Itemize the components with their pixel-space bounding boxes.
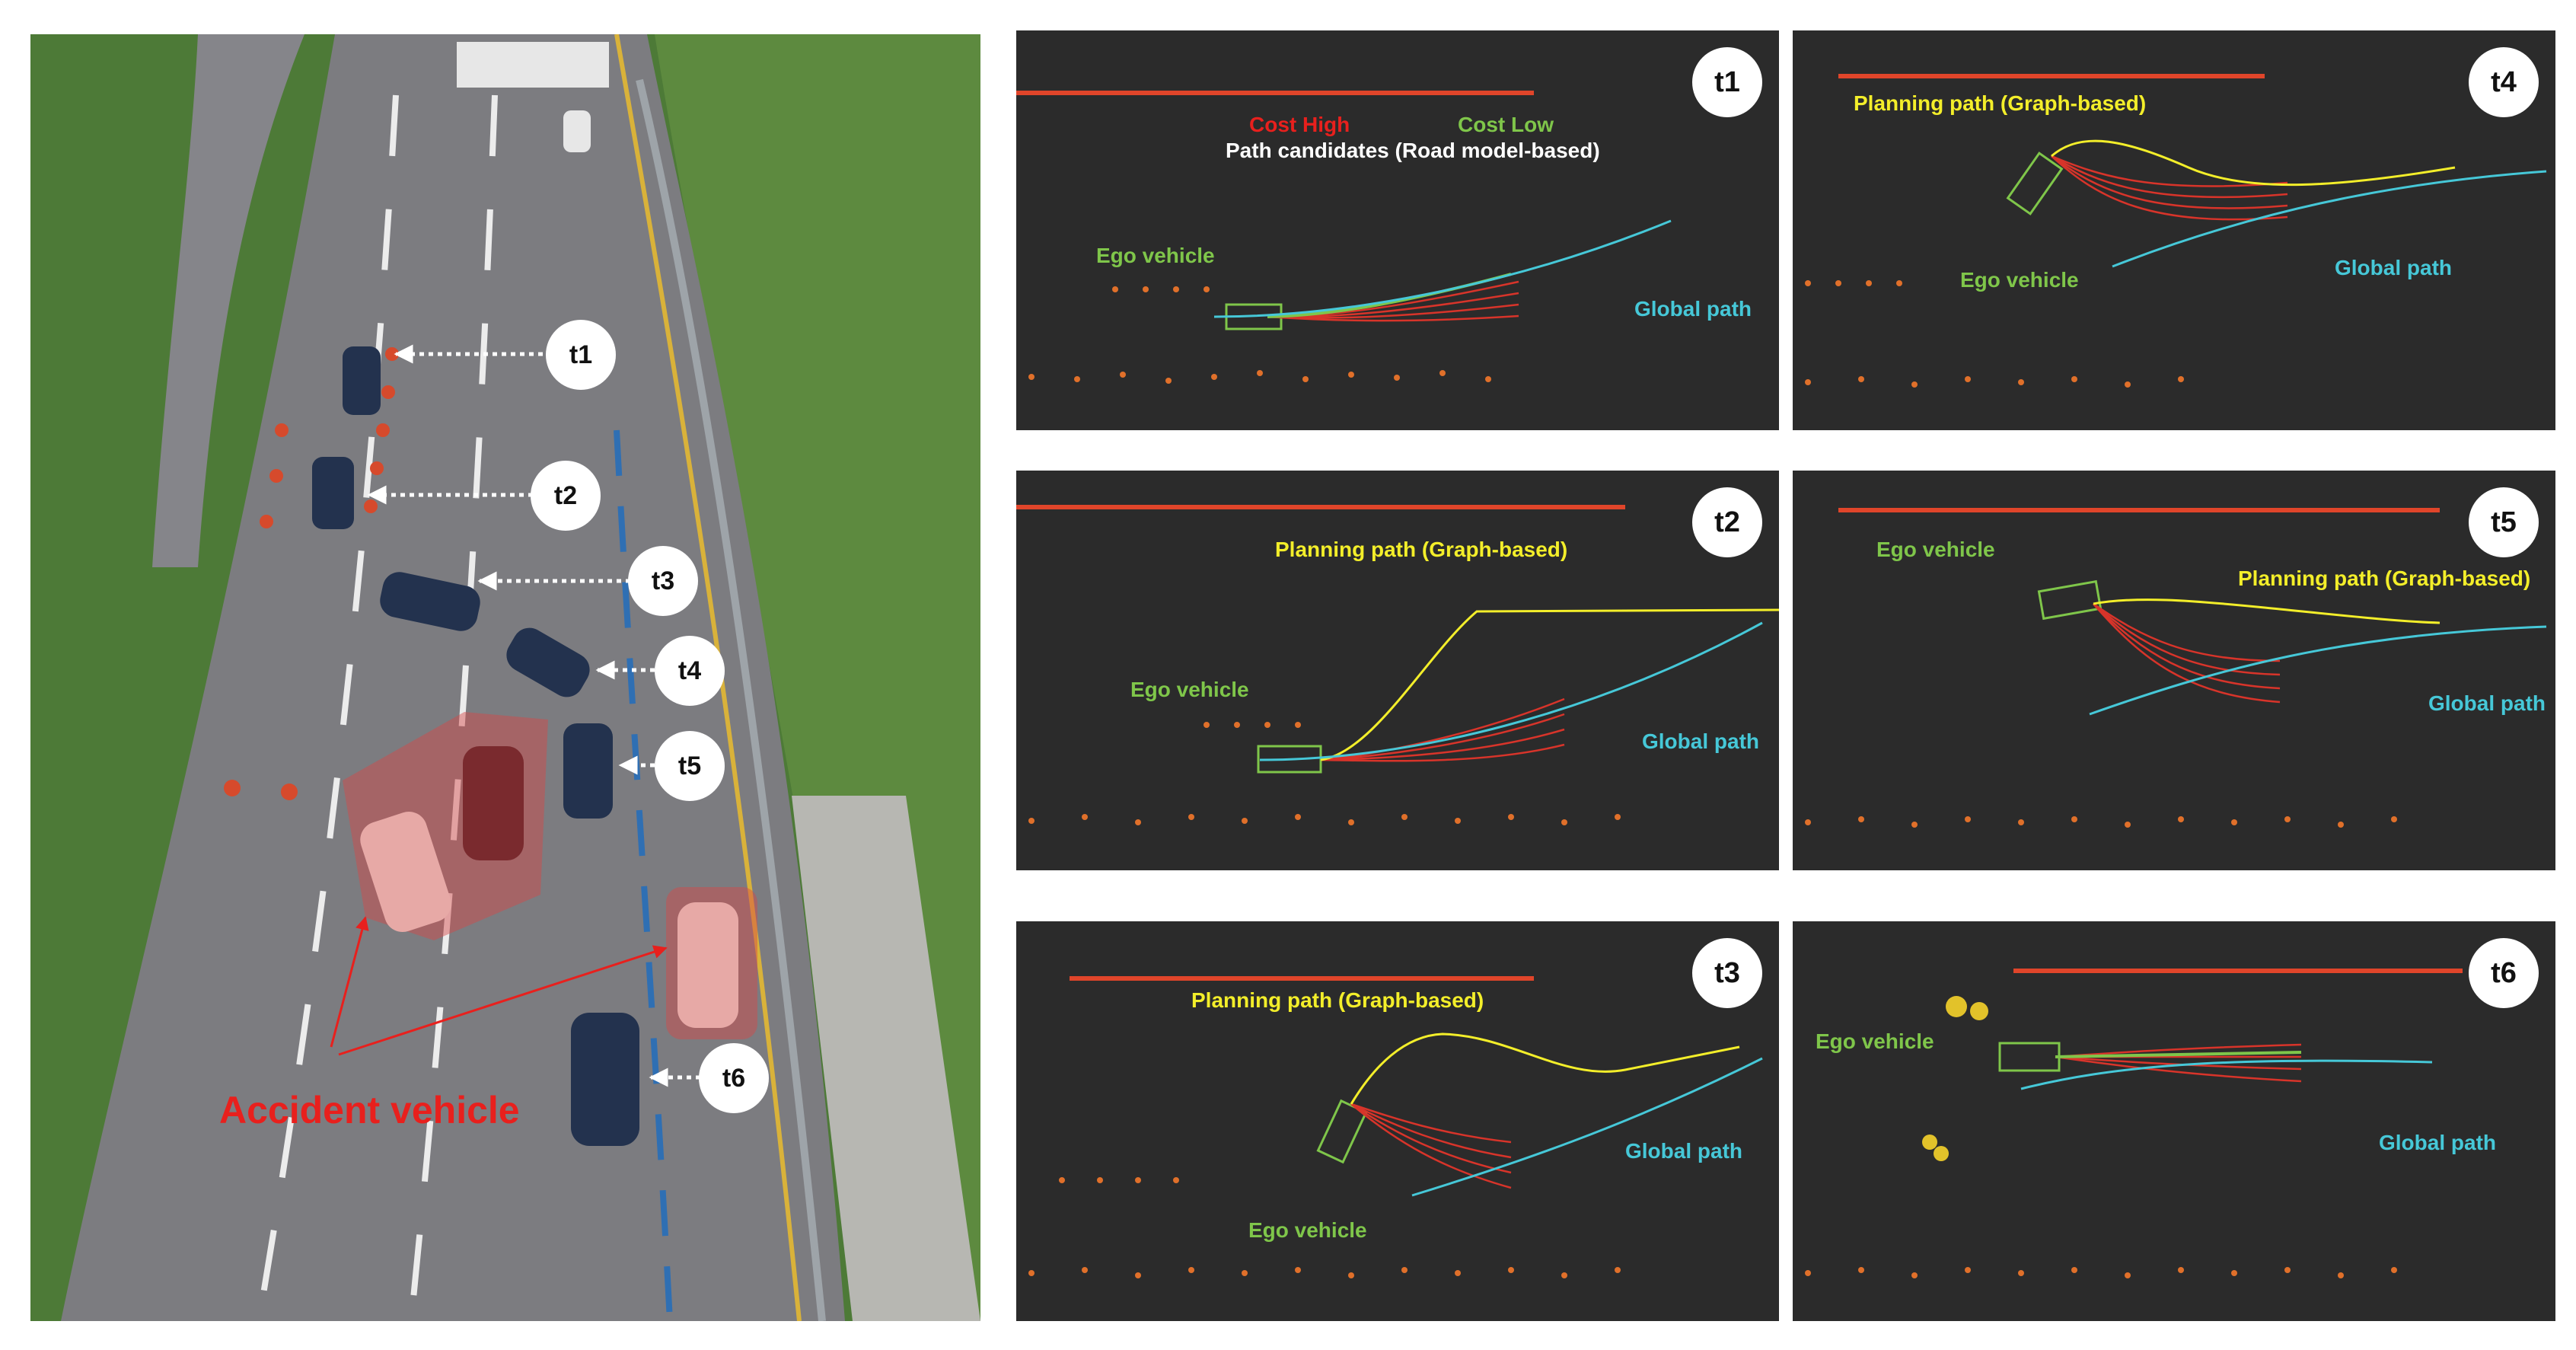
- global-path: [2089, 625, 2547, 716]
- candidate-paths: [2051, 155, 2288, 221]
- ego-vehicle-label: Ego vehicle: [1876, 538, 1995, 561]
- planning-path-label: Planning path (Graph-based): [1191, 988, 1484, 1012]
- panel-t6-label: t6: [2469, 938, 2539, 1008]
- panel-t3-label: t3: [1692, 938, 1762, 1008]
- panel-t4: t4 Planning path (Graph-based) Ego vehic…: [1793, 30, 2555, 430]
- panel-t4-plot: [1805, 74, 2547, 388]
- global-path: [1411, 1057, 1763, 1197]
- panel-t6-plot: [1805, 969, 2463, 1278]
- tag-t4: t4: [655, 636, 725, 706]
- panel-t6: t6 Ego vehicle Global path: [1793, 921, 2555, 1321]
- tag-t6: t6: [699, 1043, 769, 1113]
- global-path-label: Global path: [2379, 1131, 2496, 1154]
- yellow-line: [614, 34, 802, 1322]
- obstacle-clusters: [1922, 996, 1988, 1161]
- panel-t1: t1 Cost High Cost Low Path candidates (R…: [1016, 30, 1779, 430]
- panel-t2-plot: [1016, 505, 1779, 825]
- lidar-points: [1805, 280, 2184, 388]
- road-left-branch: [152, 34, 304, 567]
- panel-t1-label: t1: [1692, 47, 1762, 117]
- lidar-points: [1028, 722, 1621, 825]
- global-path-label: Global path: [1634, 297, 1752, 321]
- tag-t5: t5: [655, 731, 725, 801]
- best-path: [2055, 1051, 2302, 1058]
- lidar-points: [1028, 1177, 1621, 1278]
- panel-t2: t2 Planning path (Graph-based) Ego vehic…: [1016, 471, 1779, 870]
- gate: [457, 42, 609, 88]
- ego-vehicle-label: Ego vehicle: [1096, 244, 1215, 267]
- ego-vehicle-label: Ego vehicle: [1248, 1218, 1367, 1242]
- ego-box: [1998, 1042, 2061, 1072]
- vehicles: [312, 110, 738, 1146]
- ego-vehicle-label: Ego vehicle: [1130, 678, 1249, 701]
- accident-arrows: [330, 916, 668, 1056]
- planning-path: [1350, 1032, 1740, 1105]
- sidewalk: [792, 796, 980, 1321]
- lidar-points: [1805, 1267, 2397, 1278]
- tag-t3: t3: [628, 546, 698, 616]
- global-path: [2020, 1059, 2433, 1090]
- global-path-label: Global path: [2335, 256, 2452, 279]
- planning-path-label: Planning path (Graph-based): [1275, 538, 1568, 561]
- candidate-paths: [1350, 1103, 1512, 1189]
- planning-path: [2093, 598, 2441, 624]
- tag-t1: t1: [546, 320, 616, 390]
- planning-path: [2051, 139, 2456, 187]
- panel-t5-label: t5: [2469, 487, 2539, 557]
- ego-vehicle-label: Ego vehicle: [1960, 268, 2079, 292]
- aerial-photo: t1 t2 t3 t4 t5 t6 Accident vehicle: [30, 34, 980, 1322]
- global-path-label: Global path: [1625, 1139, 1742, 1163]
- tag-t2: t2: [531, 461, 601, 531]
- global-path-label: Global path: [2428, 691, 2546, 715]
- path-candidates-label: Path candidates (Road model-based): [1226, 139, 1600, 162]
- panel-t5-plot: [1805, 508, 2547, 828]
- lane-markings: [256, 94, 498, 1322]
- cost-low-label: Cost Low: [1458, 113, 1554, 136]
- lidar-points: [1028, 286, 1491, 384]
- planning-path: [1320, 608, 1779, 761]
- global-path: [1259, 621, 1763, 761]
- panel-t2-label: t2: [1692, 487, 1762, 557]
- candidate-paths: [1320, 697, 1565, 762]
- tag-arrows: [367, 344, 700, 1087]
- planning-path-label: Planning path (Graph-based): [1854, 91, 2147, 115]
- global-path-label: Global path: [1642, 729, 1759, 753]
- planning-path-label: Planning path (Graph-based): [2238, 566, 2531, 590]
- candidate-paths: [2093, 602, 2281, 704]
- lidar-points: [1805, 816, 2397, 828]
- panel-t3: t3 Planning path (Graph-based) Ego vehic…: [1016, 921, 1779, 1321]
- global-path: [2112, 170, 2547, 268]
- panel-t1-plot: [1016, 91, 1672, 384]
- aerial-scene: [30, 34, 980, 1322]
- panel-t3-plot: [1028, 976, 1763, 1278]
- panel-t5: t5 Ego vehicle Planning path (Graph-base…: [1793, 471, 2555, 870]
- cost-high-label: Cost High: [1249, 113, 1350, 136]
- accident-vehicle-label: Accident vehicle: [219, 1089, 520, 1131]
- guard-rail: [636, 78, 826, 1322]
- global-path: [1213, 219, 1672, 318]
- ego-vehicle-label: Ego vehicle: [1816, 1029, 1934, 1053]
- ego-box: [2006, 152, 2064, 215]
- ego-box: [2037, 579, 2103, 621]
- panel-t4-label: t4: [2469, 47, 2539, 117]
